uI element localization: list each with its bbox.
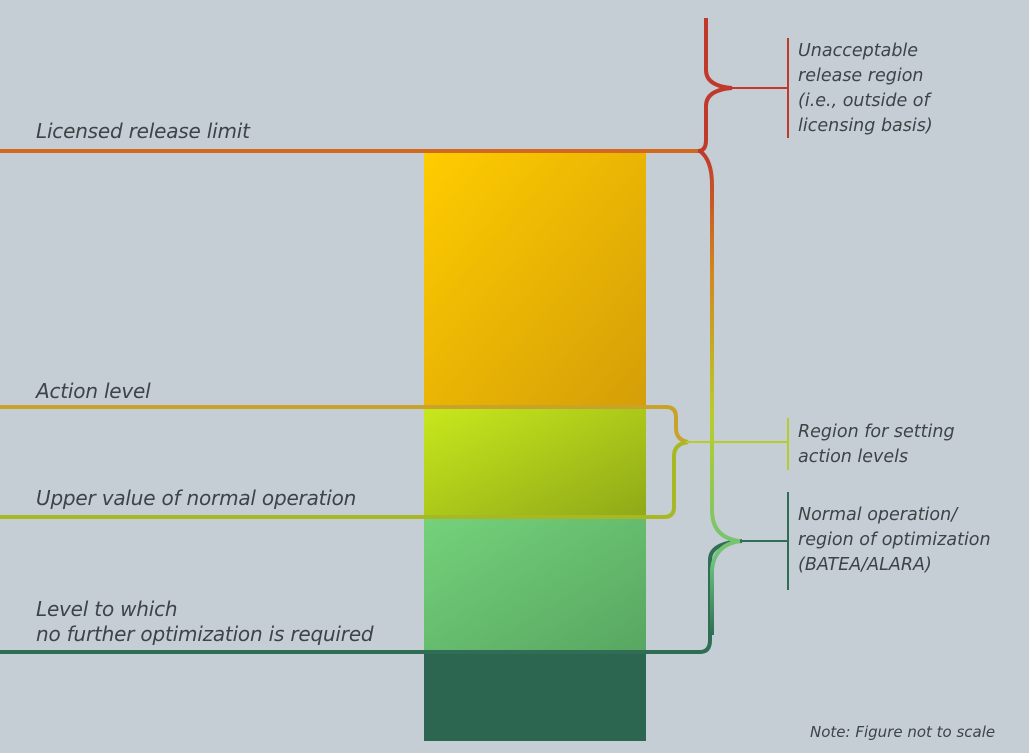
normal-region-line-1: Normal operation/ [798,505,958,525]
normal-operation-region-label: Normal operation/ region of optimization… [798,503,991,578]
unacceptable-line-3: (i.e., outside of [798,91,930,111]
action-region-line-2: action levels [798,447,909,467]
no-further-optimization-line-2: no further optimization is required [36,622,374,646]
upper-value-line [0,440,689,519]
normal-region-line-2: region of optimization [798,530,991,550]
figure-note: Note: Figure not to scale [810,723,996,741]
normal-operation-brace [698,149,741,635]
unacceptable-line-2: release region [798,66,924,86]
no-further-optimization-line-1: Level to which [36,597,178,621]
action-region-line-1: Region for setting [798,422,955,442]
licensed-release-limit-label: Licensed release limit [36,119,250,143]
optimization-level-line [0,539,743,654]
bar-segment-green [424,518,646,653]
action-level-label: Action level [36,379,151,403]
bar-segment-yellow-green [424,408,646,518]
unacceptable-brace [697,18,733,153]
action-level-line [0,405,689,444]
upper-value-label: Upper value of normal operation [36,486,357,510]
bar-segment-dark-green [424,653,646,741]
bar-segment-orange [424,152,646,408]
no-further-optimization-label: Level to which no further optimization i… [36,597,374,647]
unacceptable-region-label: Unacceptable release region (i.e., outsi… [798,39,933,139]
unacceptable-line-1: Unacceptable [798,41,919,61]
unacceptable-line-4: licensing basis) [798,116,933,136]
action-levels-region-label: Region for setting action levels [798,420,955,470]
normal-region-line-3: (BATEA/ALARA) [798,555,932,575]
